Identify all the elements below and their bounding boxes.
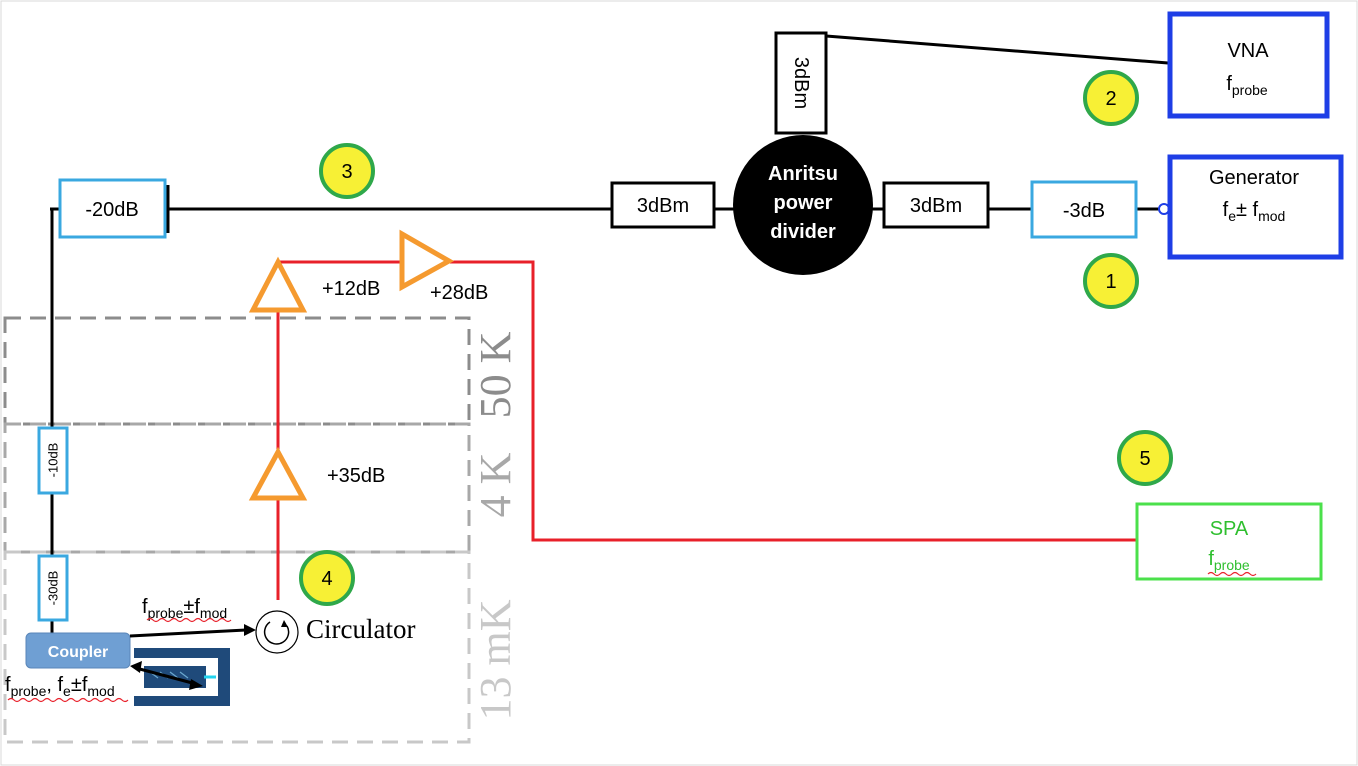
box-3dbm-left: 3dBm: [610, 181, 716, 229]
device-arrowhead-right: [189, 679, 203, 690]
spellcheck-underline-1: [146, 617, 232, 623]
generator-box: Generator fe± fmod: [1167, 154, 1344, 260]
red-wire-spa: [450, 260, 1138, 542]
vna-title: VNA: [1227, 40, 1269, 62]
vna-freq: fprobe: [1226, 73, 1268, 98]
amp-12-label: +12dB: [322, 278, 380, 300]
stage-50k-box: [3, 316, 471, 426]
signal-label-device-in: fprobe, fe±fmod: [5, 674, 115, 699]
circulator-label: Circulator: [306, 614, 415, 644]
signal-label-coupler-out: fprobe±fmod: [142, 596, 227, 621]
circulator: Circulator: [255, 610, 415, 654]
coupler: Coupler: [25, 632, 131, 669]
attenuator-20db: -20dB: [58, 178, 167, 239]
generator-title: Generator: [1209, 167, 1299, 189]
svg-text:Coupler: Coupler: [48, 644, 108, 661]
arrowhead-circulator: [244, 624, 256, 636]
marker-3: 3: [319, 143, 375, 199]
svg-text:Anritsu: Anritsu: [768, 163, 838, 185]
svg-text:4: 4: [321, 568, 332, 590]
generator-freq: fe± fmod: [1223, 199, 1286, 224]
coupler-to-circulator-arrow: [129, 628, 247, 638]
stage-4k-box: [3, 422, 471, 554]
spellcheck-underline-2: [7, 697, 129, 703]
svg-text:power: power: [774, 192, 833, 214]
svg-text:-10dB: -10dB: [46, 443, 61, 478]
box-3dbm-right: 3dBm: [882, 181, 990, 229]
svg-text:3dBm: 3dBm: [790, 57, 812, 109]
svg-text:3dBm: 3dBm: [637, 195, 689, 217]
marker-5: 5: [1117, 430, 1173, 486]
device-arrowhead-left: [130, 661, 142, 673]
stage-4k-label: 4 K: [471, 452, 520, 517]
attenuator-30db: -30dB: [37, 554, 69, 622]
svg-text:-30dB: -30dB: [46, 571, 61, 606]
device-resonator: [134, 648, 230, 706]
svg-text:3: 3: [341, 161, 352, 183]
amplifier-35db: [248, 446, 308, 501]
amp-35-label: +35dB: [327, 465, 385, 487]
stage-50k-label: 50 K: [471, 331, 520, 418]
attenuator-3db: -3dB: [1030, 180, 1138, 239]
marker-1: 1: [1083, 253, 1139, 309]
vna-box: VNA fprobe: [1167, 11, 1330, 119]
spa-box: SPA fprobe: [1135, 502, 1323, 581]
svg-text:3dBm: 3dBm: [910, 195, 962, 217]
svg-text:-20dB: -20dB: [85, 199, 138, 221]
amplifier-28db: [399, 229, 455, 292]
marker-2: 2: [1083, 70, 1139, 126]
svg-text:5: 5: [1139, 448, 1150, 470]
marker-4: 4: [299, 550, 355, 606]
box-3dbm-top: 3dBm: [774, 31, 828, 135]
spa-freq: fprobe: [1208, 548, 1250, 573]
svg-text:-3dB: -3dB: [1063, 200, 1105, 222]
spa-title: SPA: [1210, 518, 1249, 540]
svg-text:divider: divider: [770, 221, 836, 243]
amp-28-label: +28dB: [430, 282, 488, 304]
svg-text:1: 1: [1105, 271, 1116, 293]
stage-13mk-box: [3, 550, 471, 744]
device-arrow-line: [135, 666, 197, 686]
stage-13mk-label: 13 mK: [471, 599, 520, 720]
attenuator-10db: -10dB: [37, 426, 69, 495]
amplifier-12db: [248, 256, 308, 313]
svg-text:2: 2: [1105, 88, 1116, 110]
wire-vna: [825, 34, 1169, 65]
black-wiring: [50, 34, 1169, 634]
power-divider: Anritsu power divider: [733, 135, 873, 275]
